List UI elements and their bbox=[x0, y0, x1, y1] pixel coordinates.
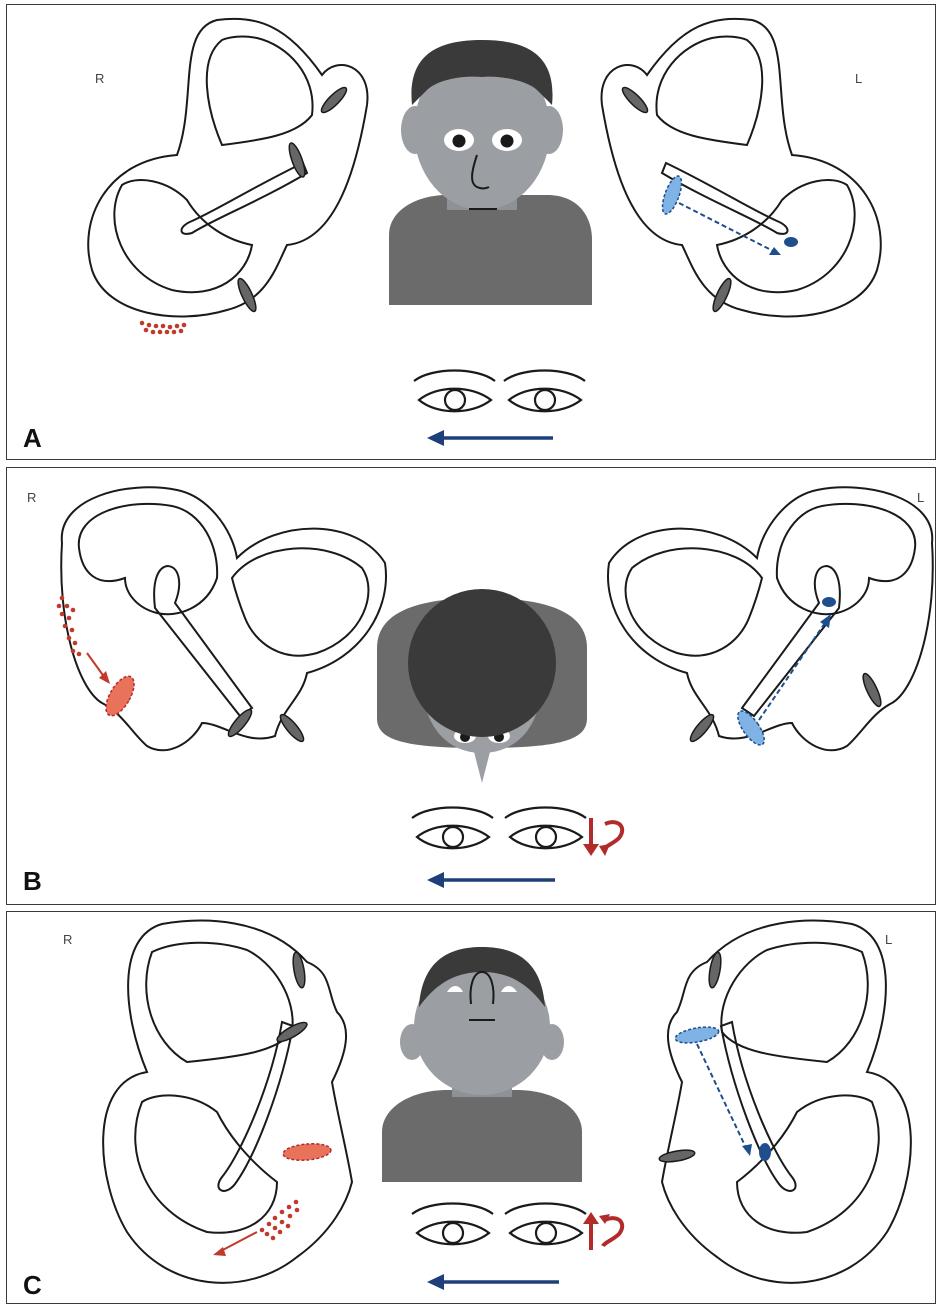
panel-c-drawing bbox=[7, 912, 936, 1304]
eye-pair-icon bbox=[412, 1204, 586, 1245]
left-side-label: L bbox=[855, 71, 862, 86]
head-top-view bbox=[377, 589, 587, 783]
head-front-view bbox=[389, 40, 592, 305]
panel-letter: C bbox=[23, 1270, 42, 1301]
right-otoconia bbox=[57, 596, 82, 657]
left-labyrinth bbox=[608, 487, 933, 750]
left-arrow-icon bbox=[427, 872, 555, 888]
right-labyrinth bbox=[88, 19, 367, 317]
panel-c: R L C bbox=[6, 911, 936, 1304]
left-arrow-icon bbox=[427, 1274, 559, 1290]
left-labyrinth bbox=[602, 19, 881, 317]
eye-pair-icon bbox=[414, 371, 585, 412]
right-otoconia bbox=[260, 1200, 300, 1241]
left-cupulae bbox=[658, 951, 723, 1164]
torsion-arrow-icon bbox=[583, 1212, 622, 1250]
head-chin-up-view bbox=[382, 947, 582, 1182]
right-side-label: R bbox=[27, 490, 36, 505]
torsion-arrow-icon bbox=[583, 818, 622, 856]
eye-pair-icon bbox=[412, 808, 586, 849]
left-labyrinth bbox=[662, 921, 911, 1283]
right-side-label: R bbox=[63, 932, 72, 947]
left-side-label: L bbox=[917, 490, 924, 505]
right-otoconia bbox=[140, 321, 187, 335]
left-arrow-icon bbox=[427, 430, 553, 446]
panel-b: R L B bbox=[6, 467, 936, 905]
panel-b-drawing bbox=[7, 468, 936, 905]
right-labyrinth bbox=[103, 921, 352, 1283]
left-side-label: L bbox=[885, 932, 892, 947]
right-cupulae bbox=[235, 84, 350, 313]
panel-letter: B bbox=[23, 866, 42, 897]
left-cupulae bbox=[687, 672, 884, 745]
panel-letter: A bbox=[23, 423, 42, 454]
right-side-label: R bbox=[95, 71, 104, 86]
panel-a: R L A bbox=[6, 4, 936, 460]
right-otolith-movement bbox=[87, 653, 140, 720]
panel-a-drawing bbox=[7, 5, 936, 460]
